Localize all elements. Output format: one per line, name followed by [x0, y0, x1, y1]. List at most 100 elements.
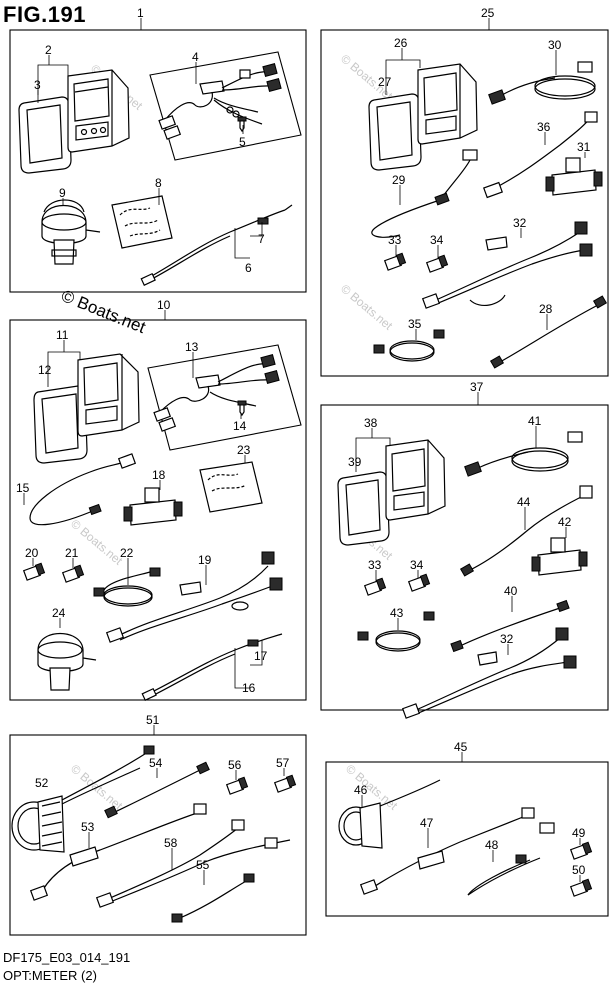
callout-26: 26 — [394, 36, 408, 50]
cable-30 — [488, 61, 596, 105]
callout-33b: 33 — [368, 558, 382, 572]
callout-35: 35 — [408, 317, 422, 331]
callout-36: 36 — [537, 120, 551, 134]
figure-title: FIG.191 — [3, 2, 86, 27]
plug-34 — [425, 254, 449, 273]
callout-28: 28 — [539, 302, 553, 316]
plug-33b — [363, 577, 387, 596]
callout-labels: 1 2 3 4 5 8 9 7 6 10 11 12 13 14 23 18 1… — [16, 6, 591, 877]
meter-display-11 — [77, 353, 140, 437]
callout-23: 23 — [237, 443, 251, 457]
meter-cover-39 — [337, 471, 390, 546]
callout-7: 7 — [258, 232, 265, 246]
parts-bag-23 — [199, 461, 263, 513]
callout-34: 34 — [430, 233, 444, 247]
plug-34b — [407, 573, 431, 592]
harness-47 — [359, 807, 535, 895]
kit-45-parts — [338, 779, 593, 897]
frame-kit-1 — [9, 29, 307, 293]
callout-15: 15 — [16, 481, 30, 495]
callout-32b: 32 — [500, 632, 514, 646]
meter-display-2 — [67, 69, 130, 153]
harness-58 — [95, 819, 291, 908]
frame-kit-25 — [320, 29, 609, 377]
callout-33: 33 — [388, 233, 402, 247]
plug-21 — [61, 564, 85, 583]
diagram-caption: OPT:METER (2) — [3, 968, 97, 983]
callout-56: 56 — [228, 758, 242, 772]
callout-47: 47 — [420, 816, 434, 830]
callout-57: 57 — [276, 756, 290, 770]
callout-31: 31 — [577, 140, 591, 154]
callout-48: 48 — [485, 838, 499, 852]
screw-5 — [237, 116, 247, 133]
gauge-46 — [338, 779, 441, 849]
screw-14 — [237, 400, 247, 417]
t-connector-18 — [123, 487, 183, 526]
callout-13: 13 — [185, 340, 199, 354]
callout-49: 49 — [572, 826, 586, 840]
callout-18: 18 — [152, 468, 166, 482]
watermark-main: © Boats.net — [59, 286, 149, 337]
callout-12: 12 — [38, 363, 52, 377]
sensor-9 — [41, 199, 101, 265]
watermark-text: © Boats.net — [338, 282, 396, 334]
callout-58: 58 — [164, 836, 178, 850]
cable-41 — [464, 431, 583, 477]
cable-15 — [29, 453, 137, 526]
callout-43: 43 — [390, 606, 404, 620]
callout-44: 44 — [517, 495, 531, 509]
callout-5: 5 — [239, 135, 246, 149]
cable-55 — [171, 873, 255, 923]
frame-kit-45 — [325, 761, 609, 917]
cable-40 — [450, 599, 570, 653]
callout-42: 42 — [558, 515, 572, 529]
callout-10: 10 — [157, 298, 171, 312]
frame-kit-51 — [9, 734, 307, 936]
cable-29 — [371, 149, 478, 238]
callout-54: 54 — [149, 756, 163, 770]
subframe-harness-13 — [147, 344, 302, 451]
callout-27: 27 — [378, 75, 392, 89]
callout-45: 45 — [454, 740, 468, 754]
callout-37: 37 — [470, 380, 484, 394]
cable-35 — [373, 329, 445, 362]
plug-49 — [569, 841, 593, 860]
gauge-52 — [11, 745, 155, 853]
plug-20 — [22, 562, 46, 581]
kit-25-parts — [368, 61, 608, 369]
harness-13 — [153, 354, 280, 432]
callout-52: 52 — [35, 776, 49, 790]
callout-53: 53 — [81, 820, 95, 834]
sensor-24 — [37, 632, 97, 691]
watermark-text: © Boats.net — [68, 517, 126, 569]
callout-29: 29 — [392, 173, 406, 187]
harness-32b — [401, 627, 577, 719]
plug-57 — [273, 774, 297, 793]
callout-41: 41 — [528, 414, 542, 428]
cable-43 — [357, 611, 435, 652]
callout-30: 30 — [548, 38, 562, 52]
cable-44 — [459, 485, 593, 577]
callout-21: 21 — [65, 546, 79, 560]
parts-bag-8 — [111, 195, 173, 249]
callout-9: 9 — [59, 186, 66, 200]
callout-2: 2 — [45, 43, 52, 57]
callout-4: 4 — [192, 50, 199, 64]
leader-lines — [23, 18, 586, 885]
callout-46: 46 — [354, 783, 368, 797]
cable-22 — [93, 567, 161, 607]
callout-25: 25 — [481, 6, 495, 20]
group-frames — [9, 29, 609, 936]
harness-53 — [29, 803, 207, 901]
cable-16 — [141, 633, 283, 701]
callout-34b: 34 — [410, 558, 424, 572]
harness-48 — [467, 822, 555, 896]
kit-51-parts — [11, 745, 297, 923]
callout-55: 55 — [196, 858, 210, 872]
meter-cover-3 — [18, 96, 72, 174]
callout-50: 50 — [572, 863, 586, 877]
harness-32 — [421, 221, 593, 309]
t-connector-31 — [545, 157, 603, 196]
callout-17: 17 — [254, 649, 268, 663]
